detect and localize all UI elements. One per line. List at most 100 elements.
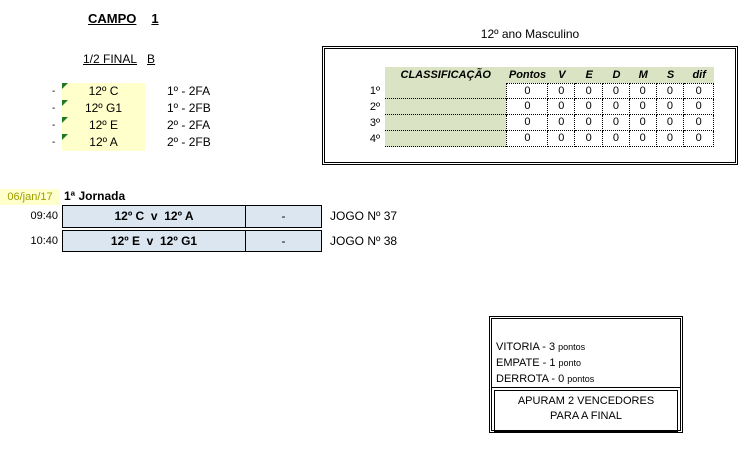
rule-text: DERROTA - 0 xyxy=(496,373,565,385)
value-cell[interactable]: 0 xyxy=(629,115,657,131)
col-header-classificacao: CLASSIFICAÇÃO xyxy=(385,67,507,83)
col-header-dif: dif xyxy=(684,67,714,83)
classification-header-row: CLASSIFICAÇÃO Pontos V E D M S dif xyxy=(385,67,714,83)
team-row: - 12º E 2º - 2FA xyxy=(0,117,260,134)
team-name: 12º E xyxy=(88,118,119,132)
row-marker: - xyxy=(52,120,56,131)
team-seed: 2º - 2FA xyxy=(167,118,211,132)
team-name-cell[interactable] xyxy=(385,131,507,147)
classification-grid: CLASSIFICAÇÃO Pontos V E D M S dif 0 0 0… xyxy=(385,67,714,147)
value-cell[interactable]: 0 xyxy=(506,115,549,131)
rule-unit: pontos xyxy=(567,374,595,384)
team-cell[interactable]: 12º C xyxy=(62,83,145,100)
team-row: - 12º G1 1º - 2FB xyxy=(0,100,260,117)
team-name-cell[interactable] xyxy=(385,83,507,99)
campo-number: 1 xyxy=(151,11,159,26)
row-marker: - xyxy=(52,86,56,97)
value-cell[interactable]: 0 xyxy=(506,83,549,99)
team-cell[interactable]: 12º G1 xyxy=(62,100,145,117)
team-seed: 2º - 2FB xyxy=(167,135,211,149)
value-cell[interactable]: 0 xyxy=(575,99,603,115)
classification-row: 0 0 0 0 0 0 0 xyxy=(385,99,714,115)
jornada-date-cell[interactable]: 06/jan/17 xyxy=(0,189,60,205)
value-cell[interactable]: 0 xyxy=(684,115,714,131)
value-cell[interactable]: 0 xyxy=(603,131,630,147)
value-cell[interactable]: 0 xyxy=(656,115,685,131)
value-cell[interactable]: 0 xyxy=(506,131,549,147)
rank-label: 1º xyxy=(369,85,380,97)
value-cell[interactable]: 0 xyxy=(548,131,576,147)
score-cell[interactable]: - xyxy=(281,234,286,248)
classification-title: 12º ano Masculino xyxy=(480,27,580,41)
rule-text: VITORIA - 3 xyxy=(496,341,556,353)
col-header-v: V xyxy=(548,67,576,83)
col-header-pontos: Pontos xyxy=(506,67,549,83)
classification-row: 0 0 0 0 0 0 0 xyxy=(385,115,714,131)
value-cell[interactable]: 0 xyxy=(548,99,576,115)
col-header-s: S xyxy=(656,67,685,83)
value-cell[interactable]: 0 xyxy=(656,99,685,115)
value-cell[interactable]: 0 xyxy=(684,131,714,147)
value-cell[interactable]: 0 xyxy=(506,99,549,115)
qualification-note: APURAM 2 VENCEDORES PARA A FINAL xyxy=(494,390,678,432)
classification-table: 1º 2º 3º 4º CLASSIFICAÇÃO Pontos V E D M… xyxy=(322,46,738,165)
stage-group: B xyxy=(147,52,156,66)
game-time: 09:40 xyxy=(30,210,58,222)
row-marker: - xyxy=(52,137,56,148)
campo-label: CAMPO xyxy=(88,11,137,26)
value-cell[interactable]: 0 xyxy=(548,115,576,131)
value-cell[interactable]: 0 xyxy=(656,83,685,99)
team-row: - 12º C 1º - 2FA xyxy=(0,83,260,100)
team-cell[interactable]: 12º E xyxy=(62,117,145,134)
value-cell[interactable]: 0 xyxy=(684,83,714,99)
cell-flag-icon xyxy=(62,117,68,123)
stage-heading: 1/2 FINAL B xyxy=(83,52,155,66)
team-name: 12º A xyxy=(89,135,118,149)
rank-label: 3º xyxy=(369,117,380,129)
stage-label: 1/2 FINAL xyxy=(83,52,138,66)
score-cell[interactable]: - xyxy=(281,209,286,223)
col-header-e: E xyxy=(575,67,604,83)
game-number-label: JOGO Nº 37 xyxy=(330,209,398,223)
value-cell[interactable]: 0 xyxy=(575,83,603,99)
value-cell[interactable]: 0 xyxy=(629,131,657,147)
game-time: 10:40 xyxy=(30,235,58,247)
classification-row: 0 0 0 0 0 0 0 xyxy=(385,83,714,99)
cell-flag-icon xyxy=(62,134,68,140)
row-marker: - xyxy=(52,103,56,114)
cell-flag-icon xyxy=(62,100,68,106)
col-header-d: D xyxy=(603,67,630,83)
value-cell[interactable]: 0 xyxy=(629,83,657,99)
team-name-cell[interactable] xyxy=(385,115,507,131)
value-cell[interactable]: 0 xyxy=(603,83,630,99)
value-cell[interactable]: 0 xyxy=(575,131,603,147)
value-cell[interactable]: 0 xyxy=(548,83,576,99)
team-name-cell[interactable] xyxy=(385,99,507,115)
value-cell[interactable]: 0 xyxy=(656,131,685,147)
team-seed: 1º - 2FB xyxy=(167,101,211,115)
rank-label: 2º xyxy=(369,101,380,113)
team-cell[interactable]: 12º A xyxy=(62,134,145,151)
col-header-m: M xyxy=(629,67,657,83)
rule-unit: pontos xyxy=(558,342,586,352)
value-cell[interactable]: 0 xyxy=(684,99,714,115)
team-name: 12º C xyxy=(88,84,119,98)
cell-flag-icon xyxy=(62,83,68,89)
value-cell[interactable]: 0 xyxy=(629,99,657,115)
rank-label: 4º xyxy=(369,133,380,145)
value-cell[interactable]: 0 xyxy=(575,115,603,131)
match-cell[interactable]: 12º E v 12º G1 xyxy=(63,231,246,251)
value-cell[interactable]: 0 xyxy=(603,115,630,131)
jornada-title: 1ª Jornada xyxy=(64,189,126,203)
rule-unit: ponto xyxy=(558,358,582,368)
team-row: - 12º A 2º - 2FB xyxy=(0,134,260,151)
game-number-label: JOGO Nº 38 xyxy=(330,234,398,248)
value-cell[interactable]: 0 xyxy=(603,99,630,115)
match-cell[interactable]: 12º C v 12º A xyxy=(63,206,246,227)
campo-heading: CAMPO 1 xyxy=(88,11,159,26)
